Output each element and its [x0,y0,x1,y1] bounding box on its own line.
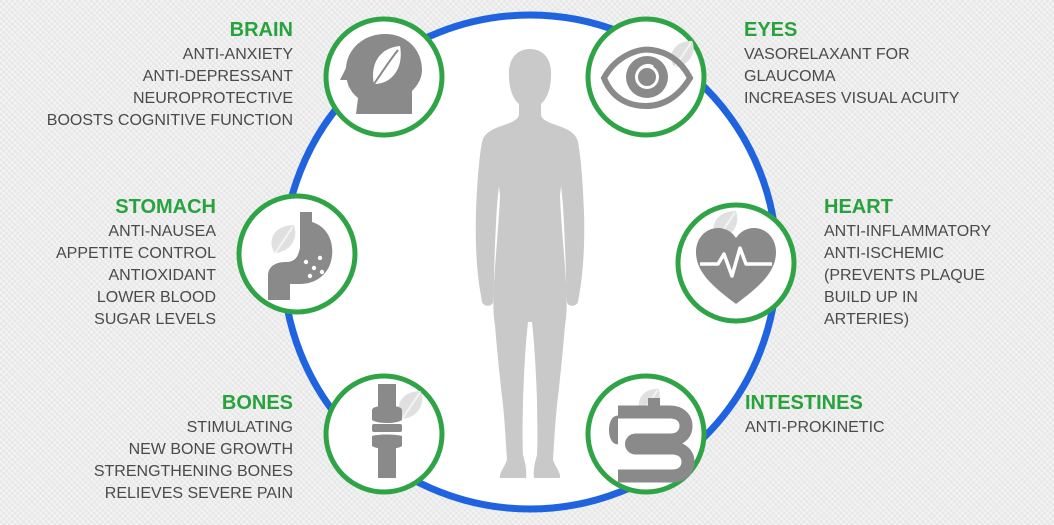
brain-block: BRAIN ANTI-ANXIETY ANTI-DEPRESSANT NEURO… [47,19,293,132]
brain-benefit: NEUROPROTECTIVE [132,90,293,107]
badge-bones [323,373,445,495]
stomach-icon [268,212,333,300]
stomach-heading: STOMACH [115,196,216,218]
bones-block: BONES STIMULATING NEW BONE GROWTH STRENG… [94,392,293,505]
stomach-benefit: ANTIOXIDANT [108,267,216,284]
eyes-heading: EYES [744,19,798,41]
brain-benefit: ANTI-DEPRESSANT [142,68,293,85]
badge-heart [675,202,797,324]
heart-benefit: (PREVENTS PLAQUE [824,267,985,284]
bones-benefit: RELIEVES SEVERE PAIN [104,485,293,502]
intestines-icon [609,398,695,483]
badge-brain [323,16,445,138]
human-silhouette [475,49,585,478]
eye-icon [600,46,694,110]
eyes-benefit: INCREASES VISUAL ACUITY [744,90,960,107]
eyes-benefit: GLAUCOMA [744,68,836,85]
eyes-benefit: VASORELAXANT FOR [744,46,910,63]
badge-intestines [585,373,707,495]
intestines-block: INTESTINES ANTI-PROKINETIC [745,392,885,439]
heart-pulse-icon [696,228,776,304]
heart-benefit: ANTI-ISCHEMIC [824,245,944,262]
heart-heading: HEART [824,196,893,218]
intestines-heading: INTESTINES [745,392,863,414]
bones-benefit: STRENGTHENING BONES [93,463,293,480]
badge-eyes [585,16,707,138]
intestines-benefit: ANTI-PROKINETIC [745,419,885,436]
heart-block: HEART ANTI-INFLAMMATORY ANTI-ISCHEMIC (P… [824,196,991,331]
stomach-benefit: SUGAR LEVELS [94,311,216,328]
brain-benefit: ANTI-ANXIETY [182,46,293,63]
badge-stomach [236,193,358,315]
bones-benefit: NEW BONE GROWTH [128,441,293,458]
stomach-benefit: APPETITE CONTROL [55,245,216,262]
brain-heading: BRAIN [229,19,293,41]
stomach-block: STOMACH ANTI-NAUSEA APPETITE CONTROL ANT… [56,196,216,331]
stomach-benefit: ANTI-NAUSEA [108,223,216,240]
head-with-leaf-icon [340,34,422,114]
stomach-benefit: LOWER BLOOD [96,289,216,306]
bones-heading: BONES [221,392,293,414]
heart-benefit: ARTERIES) [824,311,910,328]
heart-benefit: BUILD UP IN [824,289,918,306]
bone-joint-icon [372,384,402,478]
eyes-block: EYES VASORELAXANT FOR GLAUCOMA INCREASES… [744,19,959,110]
heart-benefit: ANTI-INFLAMMATORY [824,223,992,240]
brain-benefit: BOOSTS COGNITIVE FUNCTION [46,112,293,129]
bones-benefit: STIMULATING [186,419,293,436]
